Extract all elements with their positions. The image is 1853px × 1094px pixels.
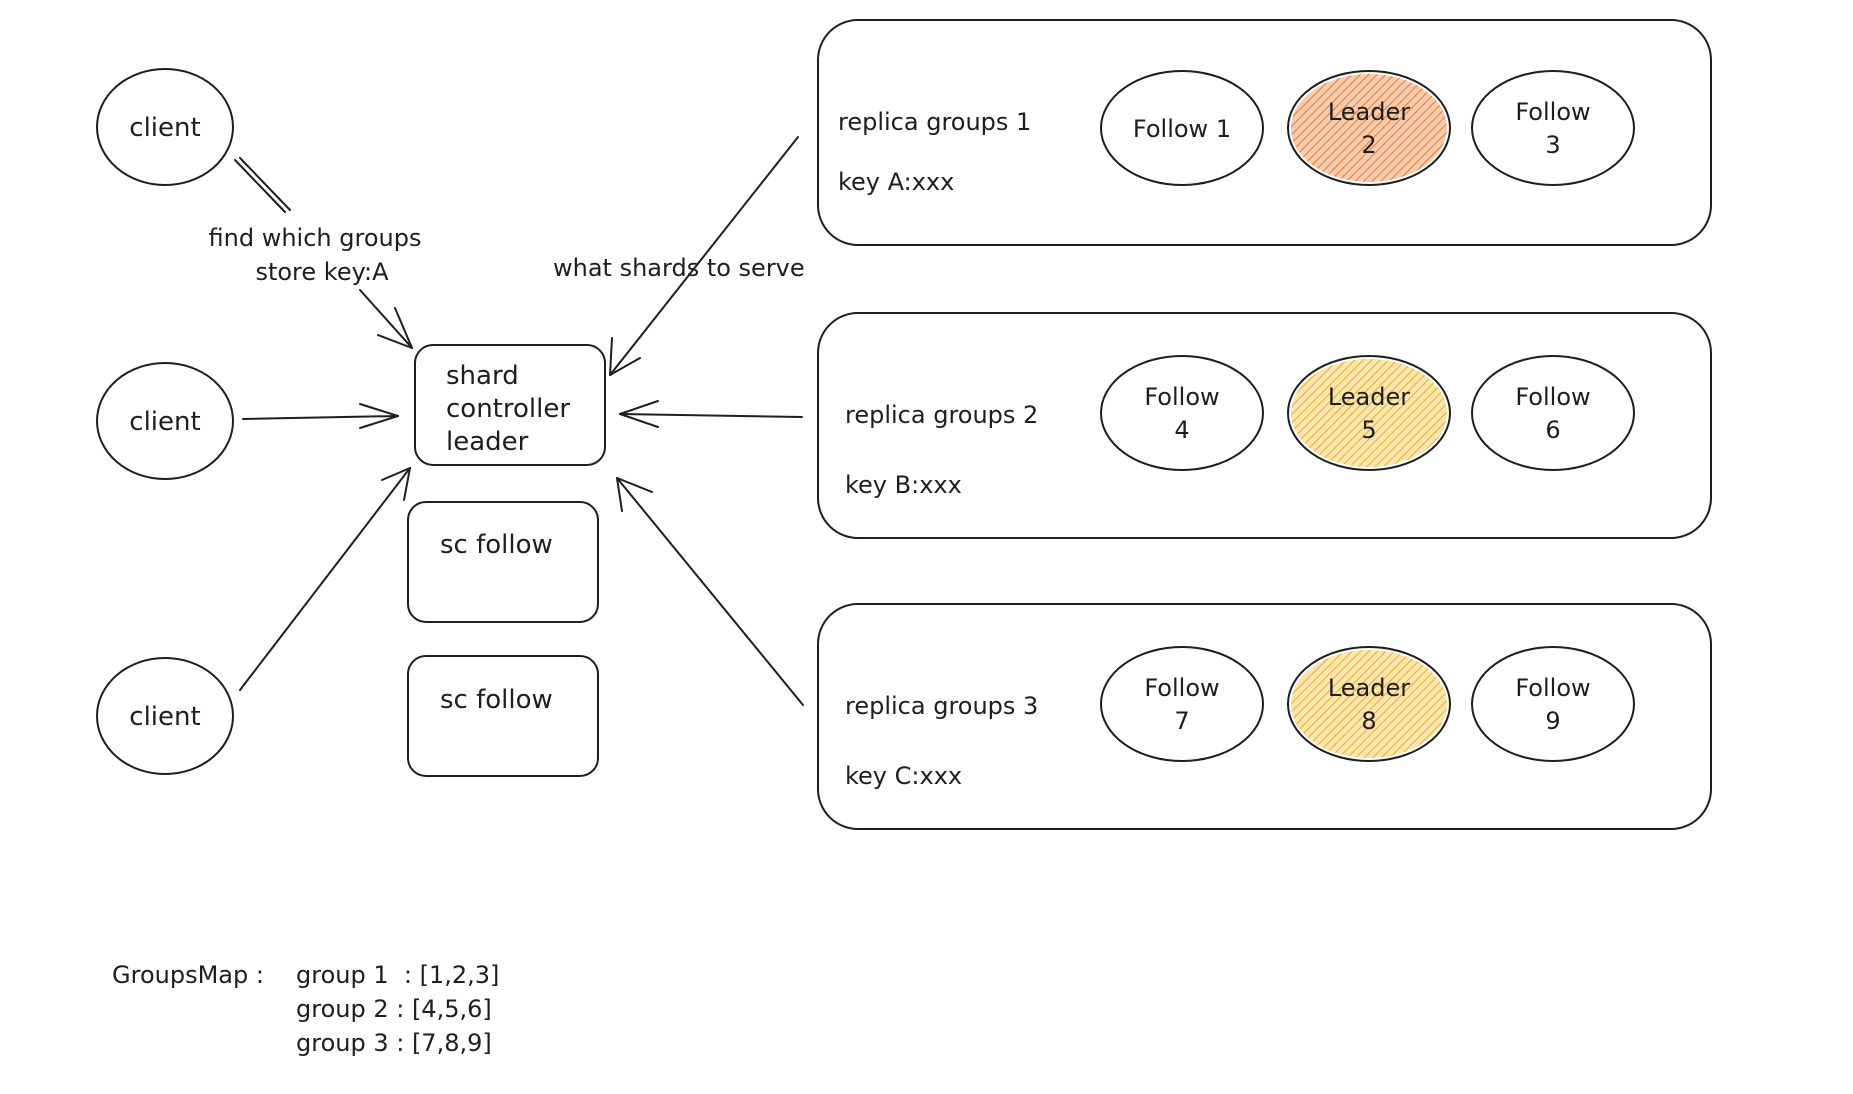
groups-map-label: GroupsMap : (112, 961, 264, 989)
leader-node-8: Leader 8 (1287, 646, 1451, 762)
node-5-label-1: Leader (1328, 383, 1410, 411)
arrow-group3-to-leader (616, 477, 804, 706)
node-6-label-2: 6 (1545, 416, 1560, 444)
replica-group-1-box (817, 19, 1712, 246)
client-query-annotation: find which groups store key:A (209, 157, 422, 286)
node-4-label-2: 4 (1174, 416, 1189, 444)
leader-line-1: shard (446, 361, 519, 391)
replica-group-3-key: key C:xxx (845, 762, 962, 790)
follower-node-7: Follow 7 (1100, 646, 1264, 762)
groups-map: GroupsMap : group 1 : [1,2,3] group 2 : … (112, 961, 499, 1057)
node-3-label-1: Follow (1515, 98, 1590, 126)
replica-groups: replica groups 1 key A:xxx Follow 1 Leader 2… (817, 19, 1712, 830)
arrow-client2-to-leader (242, 403, 399, 429)
replica-group-3-box (817, 603, 1712, 830)
node-3-label-2: 3 (1545, 131, 1560, 159)
replica-group-2-title: replica groups 2 (845, 401, 1038, 429)
follower-node-6: Follow 6 (1471, 355, 1635, 471)
node-2-label-1: Leader (1328, 98, 1410, 126)
groups-map-row-3: group 3 : [7,8,9] (296, 1029, 492, 1057)
sc-follower-2: sc follow (407, 655, 599, 777)
replica-group-2-box (817, 312, 1712, 539)
client-3-label: client (129, 702, 200, 732)
client-query-line2: store key:A (255, 258, 389, 286)
leader-node-5: Leader 5 (1287, 355, 1451, 471)
replica-group-2: replica groups 2 key B:xxx Follow 4 Leader 5 F… (817, 312, 1712, 539)
leader-line-2: controller (446, 394, 570, 424)
client-3: client (96, 657, 234, 775)
arrow-group1-to-leader (609, 136, 799, 376)
client-query-line1: find which groups (209, 224, 422, 252)
node-9-label-2: 9 (1545, 707, 1560, 735)
client-2-label: client (129, 407, 200, 437)
replica-group-3: replica groups 3 key C:xxx Follow 7 Leader 8 F… (817, 603, 1712, 830)
group-query-annotation: what shards to serve (553, 254, 805, 282)
node-6-label-1: Follow (1515, 383, 1590, 411)
node-7-label-2: 7 (1174, 707, 1189, 735)
node-8-label-1: Leader (1328, 674, 1410, 702)
groups-map-row-2: group 2 : [4,5,6] (296, 995, 492, 1023)
arrow-client1-to-leader (359, 289, 413, 349)
node-5-label-2: 5 (1361, 416, 1376, 444)
node-9-label-1: Follow (1515, 674, 1590, 702)
client-1-label: client (129, 113, 200, 143)
node-4-label-1: Follow (1144, 383, 1219, 411)
node-2-label-2: 2 (1361, 131, 1376, 159)
follower-node-1: Follow 1 (1100, 70, 1264, 186)
follower-node-3: Follow 3 (1471, 70, 1635, 186)
replica-group-1: replica groups 1 key A:xxx Follow 1 Leader 2… (817, 19, 1712, 246)
node-1-label-1: Follow 1 (1133, 115, 1231, 143)
sc-follower-1: sc follow (407, 501, 599, 623)
leader-line-3: leader (446, 427, 529, 457)
replica-group-2-key: key B:xxx (845, 471, 962, 499)
client-2: client (96, 362, 234, 480)
sc-follower-2-label: sc follow (440, 685, 553, 715)
leader-node-2: Leader 2 (1287, 70, 1451, 186)
replica-group-1-title: replica groups 1 (838, 108, 1031, 136)
client-1: client (96, 68, 234, 186)
arrow-group2-to-leader (619, 400, 803, 428)
arrow-client3-to-leader (239, 467, 411, 691)
shard-controller-leader: shard controller leader (414, 344, 606, 466)
node-7-label-1: Follow (1144, 674, 1219, 702)
replica-group-1-key: key A:xxx (838, 168, 954, 196)
node-8-label-2: 8 (1361, 707, 1376, 735)
groups-map-row-1: group 1 : [1,2,3] (296, 961, 499, 989)
follower-node-4: Follow 4 (1100, 355, 1264, 471)
follower-node-9: Follow 9 (1471, 646, 1635, 762)
sc-follower-1-label: sc follow (440, 530, 553, 560)
replica-group-3-title: replica groups 3 (845, 692, 1038, 720)
